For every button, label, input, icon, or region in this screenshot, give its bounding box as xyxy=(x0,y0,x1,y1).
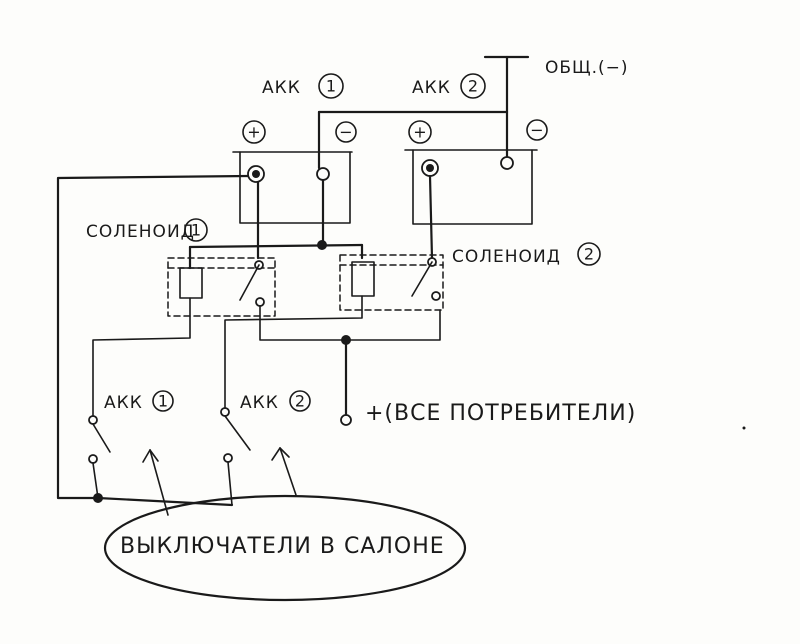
consumers-label: +(ВСЕ ПОТРЕБИТЕЛИ) xyxy=(365,401,636,426)
battery-wires xyxy=(56,174,434,500)
battery-2-number: 2 xyxy=(468,77,478,96)
battery-1-number: 1 xyxy=(326,77,336,96)
battery-1-minus-icon xyxy=(335,121,357,143)
battery-1-plus-icon xyxy=(242,120,266,144)
common-ground-label: ОБЩ.(−) xyxy=(545,58,629,78)
solenoid-2-label: СОЛЕНОИД xyxy=(452,247,561,267)
cabin-switch-1-number: 1 xyxy=(158,392,168,411)
switch-return-bus xyxy=(93,493,234,507)
solenoid-1-coil xyxy=(179,267,203,299)
cabin-switch-2-number: 2 xyxy=(295,392,305,411)
battery-2 xyxy=(404,149,538,225)
solenoid-2-number: 2 xyxy=(584,245,594,264)
cabin-switch-2-label: АКК xyxy=(240,393,279,413)
battery-2-number-circle xyxy=(460,73,486,99)
ground-bus xyxy=(317,55,530,170)
consumers-terminal xyxy=(340,414,352,426)
battery-1-minus: − xyxy=(339,123,352,142)
cabin-switch-1-number-circle xyxy=(152,390,174,412)
solenoid-2 xyxy=(224,254,444,411)
battery-2-label: АКК xyxy=(412,78,451,98)
battery-1-negative-terminal xyxy=(316,167,330,181)
battery-2-negative-terminal xyxy=(500,156,514,170)
cabin-switch-2[interactable] xyxy=(220,407,297,506)
battery-1 xyxy=(232,151,353,224)
battery-1-label: АКК xyxy=(262,78,301,98)
solenoid-1-label: СОЛЕНОИД xyxy=(86,222,195,242)
solenoid-2-coil xyxy=(351,261,375,297)
cabin-switches-label: ВЫКЛЮЧАТЕЛИ В САЛОНЕ xyxy=(120,534,445,559)
solenoid-1-number: 1 xyxy=(191,221,201,240)
battery-1-number-circle xyxy=(318,73,344,99)
battery-2-plus-icon xyxy=(408,120,432,144)
cabin-switch-1-label: АКК xyxy=(104,393,143,413)
cabin-switches-ellipse xyxy=(103,494,467,602)
battery-2-minus: − xyxy=(530,121,543,140)
solenoid-2-number-circle xyxy=(577,242,601,266)
battery-2-plus: + xyxy=(413,123,426,142)
consumers-output xyxy=(340,335,352,426)
battery-1-plus: + xyxy=(247,123,260,142)
solenoid-1-number-circle xyxy=(184,218,208,242)
battery-2-minus-icon xyxy=(526,119,548,141)
cabin-switch-1[interactable] xyxy=(88,415,169,516)
cabin-switch-2-number-circle xyxy=(289,390,311,412)
